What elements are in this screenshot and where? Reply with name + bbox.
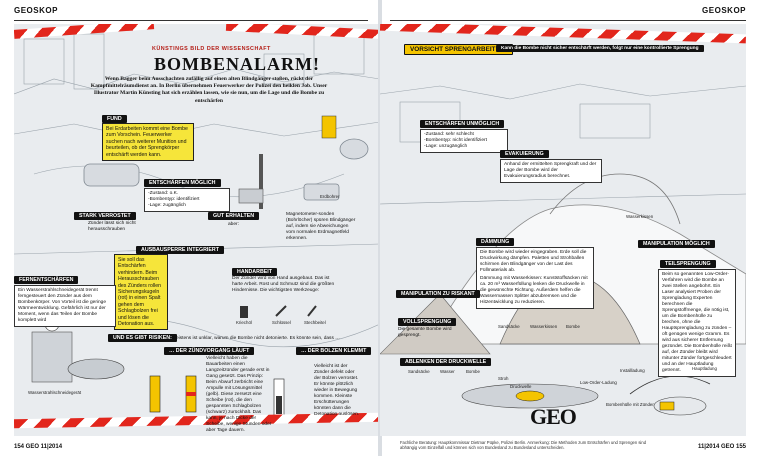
handarbeit-text: Der Zünder wird von Hand ausgebaut. Das … [232, 276, 335, 293]
fernentschaerfen-box: Ein Wasserstrahlschneidegerät trennt fer… [14, 285, 116, 327]
hauptladung-caption: Hauptladung [692, 366, 717, 371]
risiken-text: Meistens ist unklar, warum die Bombe nic… [172, 336, 340, 341]
teilsprengung-label: TEILSPRENGUNG [660, 260, 716, 268]
unmoeglich-label: ENTSCHÄRFEN UNMÖGLICH [420, 120, 505, 128]
illustration-left: KÜNSTINGS BILD DER WISSENSCHAFT BOMBENAL… [14, 24, 380, 436]
erdbohrer-caption: Erdbohrer [320, 194, 340, 199]
bombe-caption: Bombe [566, 324, 580, 329]
daemmung-box: Die Bombe wird wieder eingegraben. Erde … [476, 247, 594, 309]
section-header-left: GEOSKOP [14, 6, 368, 21]
low-order-caption: Low-Order-Ladung [580, 380, 617, 385]
entschaerfen-label: ENTSCHÄRFEN MÖGLICH [144, 179, 221, 187]
folio-right: 11|2014 GEO 155 [697, 444, 746, 450]
risiken-label: UND ES GIBT RISIKEN: [108, 334, 177, 342]
sandsaecke-caption: Sandsäcke [498, 324, 520, 329]
daemmung-label: DÄMMUNG [476, 238, 515, 246]
part-wasser: Wasser [440, 369, 455, 374]
wasserstrahl-caption: Wasserstrahlschneidegerät [28, 390, 82, 395]
intro-text: Wenn Bagger beim Ausschachten zufällig a… [90, 76, 328, 104]
section-header-right: GEOSKOP [390, 6, 746, 21]
wasserkissen-caption: Wasserkissen [626, 214, 654, 219]
folio-left: 154 GEO 11|2014 [14, 444, 63, 450]
tool-schluessel: Schlüssel [272, 320, 291, 325]
teilsprengung-box: Beim so genannten Low-Order-Verfahren wi… [658, 269, 736, 377]
part-stroh: Stroh [498, 376, 509, 381]
bolzen-text: Vielleicht ist der Zünder defekt oder de… [314, 364, 360, 417]
bombenhuelle-caption: Bombenhülle mit Zünder [606, 402, 654, 407]
zuendvorgang-label: … DER ZÜNDVORGANG LÄUFT [164, 347, 255, 355]
part-druckwelle: Druckwelle [510, 384, 532, 389]
magnetometer-text: Magnetometer-sonden (Bohrlöcher) spüren … [286, 212, 356, 241]
geo-logo: GEO [530, 404, 577, 429]
illustration-right: VORSICHT SPRENGARBEITEN! Kann die Bombe … [380, 24, 746, 436]
evakuierung-box: Anhand der ermittelten Sprengkraft und d… [500, 159, 602, 183]
manipulation-riskant-label: MANIPULATION ZU RISKANT [396, 290, 480, 298]
installation-caption: Installladung [620, 368, 645, 373]
kicker: KÜNSTINGS BILD DER WISSENSCHAFT [152, 46, 271, 52]
ausbausperre-box: Sie soll das Entschärfen verhindern. Bei… [114, 254, 168, 331]
credits: Fachliche Beratung: Hauptkommissar Dietm… [400, 439, 647, 450]
unmoeglich-box: -Zustand: sehr schlecht -Bombentyp: nich… [420, 129, 508, 153]
fernentschaerfen-label: FERNENTSCHÄRFEN [14, 276, 79, 284]
fund-box: Bei Erdarbeiten kommt eine Bombe zum Vor… [102, 123, 194, 162]
gut-erhalten-label: GUT ERHALTEN [208, 212, 260, 220]
tools-icons [240, 305, 317, 318]
ablenken-label: ABLENKEN DER DRUCKWELLE [400, 358, 492, 366]
part-bombe: Bombe [466, 369, 480, 374]
verrostet-text: Zünder lässt sich nicht herausschrauben [88, 221, 136, 232]
part-sandsaecke: Sandsäcke [408, 369, 430, 374]
right-page: GEOSKOP VORSICHT SPRENGARBEITEN! Kann di… [380, 0, 760, 456]
left-page: GEOSKOP [14, 6, 380, 450]
page-title: BOMBENALARM! [154, 54, 320, 74]
vollsprengung-label: VOLLSPRENGUNG [398, 318, 457, 326]
vollsprengung-text: Die gesamte Bombe wird gesprengt. [398, 327, 452, 338]
handarbeit-label: HANDARBEIT [232, 268, 278, 276]
vorsicht-text: Kann die Bombe nicht sicher entschärft w… [496, 45, 704, 52]
verrostet-label: STARK VERROSTET [74, 212, 136, 220]
manipulation-moeglich-label: MANIPULATION MÖGLICH [638, 240, 715, 248]
gut-erhalten-text: aber: [228, 222, 239, 227]
ausbausperre-label: AUSBAUSPERRE INTEGRIERT [136, 246, 224, 254]
wasserkissen-caption-2: Wasserkissen [530, 324, 558, 329]
zuendvorgang-text: Vielleicht haben die Bauarbeiten einen L… [206, 356, 272, 433]
evakuierung-label: EVAKUIERUNG [500, 150, 549, 158]
tool-stechbeitel: Stechbeitel [304, 320, 326, 325]
tool-kriechoel: Kriechöl [236, 320, 252, 325]
entschaerfen-box: -Zustand: o.K. -Bombentyp: identifiziert… [144, 188, 230, 212]
bolzen-label: … DER BOLZEN KLEMMT [296, 347, 372, 355]
fund-label: FUND [102, 115, 127, 123]
